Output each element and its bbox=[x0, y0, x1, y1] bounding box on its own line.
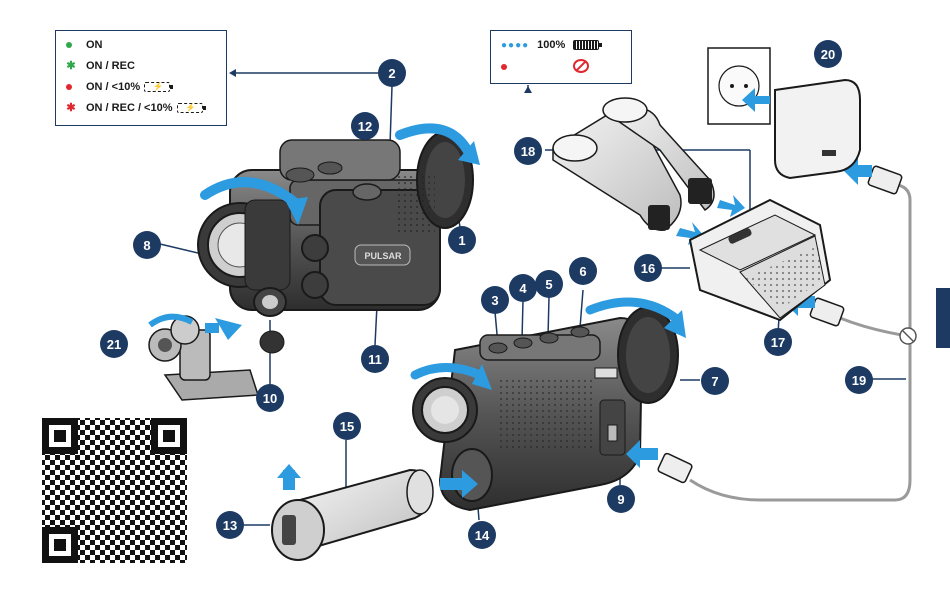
device-top: PULSAR bbox=[198, 128, 480, 353]
charging-battery-icon: ⚡ bbox=[177, 103, 203, 113]
legend-text: ON / REC / <10% bbox=[86, 102, 173, 114]
battery-legend-row-empty bbox=[501, 58, 589, 76]
full-charge-text: 100% bbox=[537, 39, 565, 51]
callout-2: 2 bbox=[378, 59, 406, 87]
callout-5: 5 bbox=[535, 270, 563, 298]
callout-17: 17 bbox=[764, 328, 792, 356]
full-battery-icon bbox=[573, 40, 599, 50]
blue-dots-icon: ●●●● bbox=[501, 40, 529, 51]
red-star-icon: ✱ bbox=[66, 103, 76, 113]
device-bottom bbox=[413, 302, 686, 510]
callout-18: 18 bbox=[514, 137, 542, 165]
callout-21: 21 bbox=[100, 330, 128, 358]
tripod-adapter bbox=[149, 316, 258, 400]
callout-1: 1 bbox=[448, 226, 476, 254]
led-legend-row-on-low: ON / <10% ⚡ bbox=[66, 78, 170, 96]
brand-label: PULSAR bbox=[364, 251, 402, 261]
red-dot-icon bbox=[501, 64, 507, 70]
callout-7: 7 bbox=[701, 367, 729, 395]
callout-12: 12 bbox=[351, 112, 379, 140]
green-star-icon: ✱ bbox=[66, 61, 76, 71]
led-legend-row-on: ON bbox=[66, 36, 103, 54]
led-legend-row-on-rec-low: ✱ ON / REC / <10% ⚡ bbox=[66, 99, 203, 117]
callout-11: 11 bbox=[361, 345, 389, 373]
callout-13: 13 bbox=[216, 511, 244, 539]
callout-4: 4 bbox=[509, 274, 537, 302]
charging-battery-icon: ⚡ bbox=[144, 82, 170, 92]
led-legend-row-on-rec: ✱ ON / REC bbox=[66, 57, 135, 75]
callout-8: 8 bbox=[133, 231, 161, 259]
battery-legend-row-full: ●●●● 100% bbox=[501, 36, 599, 54]
legend-text: ON / REC bbox=[86, 60, 135, 72]
legend-text: ON / <10% bbox=[86, 81, 140, 93]
callout-6: 6 bbox=[569, 257, 597, 285]
green-dot-icon bbox=[66, 42, 72, 48]
no-battery-icon bbox=[573, 59, 589, 76]
callout-20: 20 bbox=[814, 40, 842, 68]
callout-10: 10 bbox=[256, 384, 284, 412]
callout-3: 3 bbox=[481, 286, 509, 314]
callout-19: 19 bbox=[845, 366, 873, 394]
callout-9: 9 bbox=[607, 485, 635, 513]
legend-text: ON bbox=[86, 39, 103, 51]
callout-16: 16 bbox=[634, 254, 662, 282]
battery-pack bbox=[272, 464, 433, 560]
qr-code bbox=[42, 418, 187, 563]
led-legend: ON ✱ ON / REC ON / <10% ⚡ ✱ ON / REC / <… bbox=[55, 30, 227, 126]
callout-15: 15 bbox=[333, 412, 361, 440]
red-dot-icon bbox=[66, 84, 72, 90]
page-edge-tab bbox=[936, 288, 950, 348]
callout-14: 14 bbox=[468, 521, 496, 549]
battery-legend: ●●●● 100% bbox=[490, 30, 632, 84]
charger bbox=[708, 48, 860, 178]
